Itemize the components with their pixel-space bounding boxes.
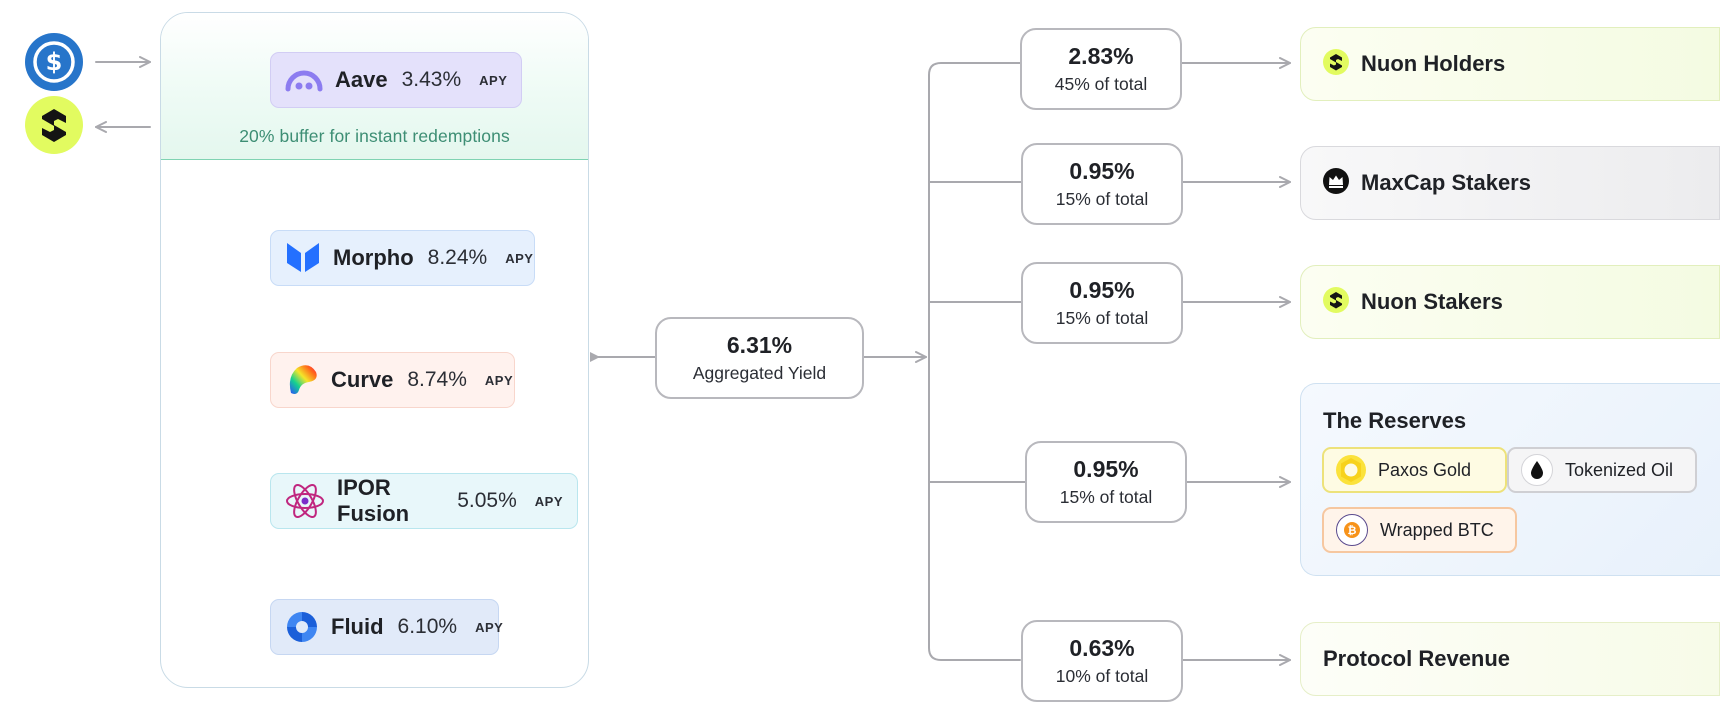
apy-suffix: APY <box>534 493 563 509</box>
nuon-logo-icon <box>25 96 83 154</box>
morpho-butterfly-icon <box>285 238 321 278</box>
split-share: 45% of total <box>1054 74 1148 94</box>
strategy-aave[interactable]: Aave 3.43% APY <box>270 52 522 108</box>
split-share: 15% of total <box>1055 308 1149 328</box>
strategy-morpho[interactable]: Morpho 8.24% APY <box>270 230 535 286</box>
split-share: 15% of total <box>1059 487 1153 507</box>
apy-suffix: APY <box>479 72 508 88</box>
reserve-paxos-gold: Paxos Gold <box>1322 447 1507 493</box>
split-reserves: 0.95% 15% of total <box>1025 441 1187 523</box>
destination-nuon-stakers: Nuon Stakers <box>1300 265 1720 339</box>
strategy-apy: 6.10% <box>397 615 458 638</box>
destination-reserves: The Reserves Paxos Gold Tokenized Oil ₿ … <box>1300 383 1720 576</box>
destination-name: Protocol Revenue <box>1323 646 1511 671</box>
aggregated-yield-label: Aggregated Yield <box>692 363 827 383</box>
destination-maxcap-stakers: MaxCap Stakers <box>1300 146 1720 220</box>
reserve-tokenized-oil: Tokenized Oil <box>1507 447 1697 493</box>
split-value: 0.95% <box>1073 456 1139 482</box>
strategy-name: Curve <box>331 367 394 392</box>
destination-name: Nuon Stakers <box>1361 289 1503 314</box>
strategy-name: Fluid <box>331 614 384 639</box>
split-stakers: 0.95% 15% of total <box>1021 262 1183 344</box>
curve-rainbow-icon <box>285 360 319 400</box>
ipor-atom-icon <box>285 481 325 521</box>
fluid-ring-icon <box>285 607 319 647</box>
strategy-name: Aave <box>335 67 388 92</box>
strategy-apy: 8.74% <box>407 368 467 391</box>
bitcoin-icon: ₿ <box>1336 514 1368 546</box>
paxos-gold-icon <box>1336 455 1366 485</box>
split-value: 0.95% <box>1069 277 1135 303</box>
split-share: 15% of total <box>1055 189 1149 209</box>
split-revenue: 0.63% 10% of total <box>1021 620 1183 702</box>
destination-nuon-holders: Nuon Holders <box>1300 27 1720 101</box>
destination-name: MaxCap Stakers <box>1361 170 1531 195</box>
aggregated-yield-box: 6.31% Aggregated Yield <box>655 317 864 399</box>
oil-drop-icon <box>1521 454 1553 486</box>
svg-text:$: $ <box>46 48 63 76</box>
split-holders: 2.83% 45% of total <box>1020 28 1182 110</box>
strategy-panel: 20% buffer for instant redemptions <box>160 12 589 688</box>
strategy-apy: 3.43% <box>401 68 462 91</box>
split-value: 0.63% <box>1069 635 1135 661</box>
nuon-stakers-icon <box>1323 286 1349 318</box>
strategy-apy: 8.24% <box>427 246 488 269</box>
destination-name: Nuon Holders <box>1361 51 1506 76</box>
nuon-holders-icon <box>1323 48 1349 80</box>
strategy-apy: 5.05% <box>457 489 517 512</box>
reserves-title: The Reserves <box>1323 408 1467 433</box>
strategy-ipor-fusion[interactable]: IPOR Fusion 5.05% APY <box>270 473 578 529</box>
apy-suffix: APY <box>484 372 514 388</box>
split-maxcap: 0.95% 15% of total <box>1021 143 1183 225</box>
strategy-fluid[interactable]: Fluid 6.10% APY <box>270 599 503 655</box>
splitter-trunk <box>928 62 1021 661</box>
usdc-dollar-icon: $ <box>25 33 83 91</box>
aave-ghost-icon <box>285 60 323 100</box>
apy-suffix: APY <box>505 250 534 266</box>
strategy-name: IPOR Fusion <box>337 475 410 526</box>
buffer-note: 20% buffer for instant redemptions <box>239 126 510 146</box>
destination-protocol-revenue: Protocol Revenue <box>1300 622 1720 696</box>
reserve-asset-name: Tokenized Oil <box>1565 459 1674 480</box>
reserve-asset-name: Wrapped BTC <box>1380 519 1494 540</box>
split-value: 2.83% <box>1068 43 1134 69</box>
aggregated-yield-value: 6.31% <box>726 332 793 358</box>
reserve-wrapped-btc: ₿ Wrapped BTC <box>1322 507 1517 553</box>
svg-text:₿: ₿ <box>1348 524 1357 537</box>
split-value: 0.95% <box>1069 158 1135 184</box>
split-share: 10% of total <box>1055 666 1149 686</box>
reserve-asset-name: Paxos Gold <box>1378 459 1472 480</box>
strategy-curve[interactable]: Curve 8.74% APY <box>270 352 515 408</box>
apy-suffix: APY <box>475 619 504 635</box>
strategy-name: Morpho <box>333 245 414 270</box>
crown-icon <box>1323 167 1349 199</box>
